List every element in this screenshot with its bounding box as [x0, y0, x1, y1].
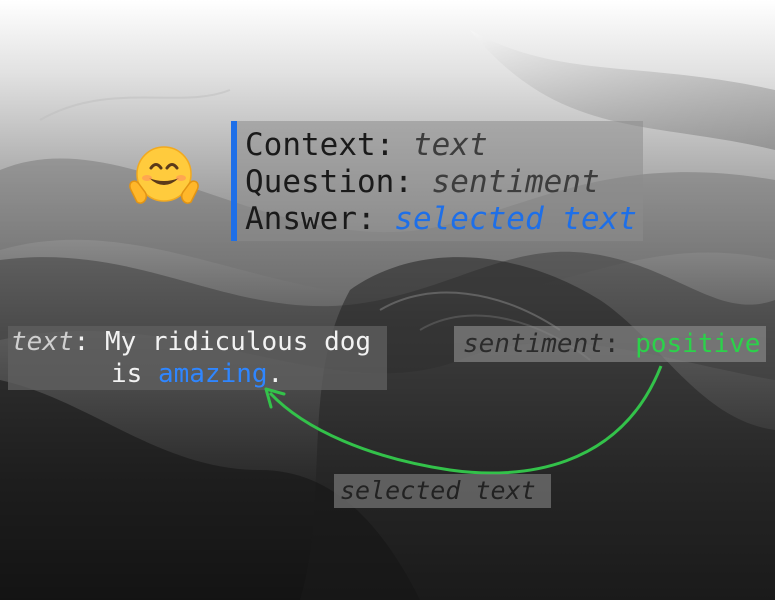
context-line: Context: text: [245, 127, 643, 164]
highlighted-word: amazing: [157, 359, 268, 389]
sentiment-label: sentiment: [463, 329, 604, 359]
context-label: Context:: [245, 127, 413, 163]
arrow-curve: [268, 365, 663, 475]
hugging-face-icon: [127, 144, 201, 212]
text-line1: My ridiculous dog: [104, 327, 372, 357]
qa-prompt-box: Context: text Question: sentiment Answer…: [231, 121, 643, 241]
answer-value: selected text: [394, 201, 637, 237]
example-text-line-1: text: My ridiculous dog: [11, 326, 371, 358]
answer-label: Answer:: [245, 201, 395, 237]
question-value: sentiment: [431, 164, 600, 200]
text-line2-suffix: .: [267, 359, 284, 389]
arrow-head: [264, 387, 286, 409]
context-value: text: [412, 127, 488, 163]
question-line: Question: sentiment: [245, 164, 643, 201]
selected-text-label: selected text: [334, 474, 551, 508]
text-line2-prefix: is: [111, 359, 158, 389]
text-colon: :: [73, 327, 105, 357]
answer-line: Answer: selected text: [245, 201, 643, 238]
sentiment-colon: :: [603, 329, 636, 359]
sentiment-box: sentiment: positive: [454, 326, 766, 362]
question-label: Question:: [245, 164, 432, 200]
example-text-line-2: is amazing.: [111, 358, 283, 390]
text-label: text: [11, 327, 74, 357]
sentiment-value: positive: [635, 329, 761, 359]
example-text-box: text: My ridiculous dog is amazing.: [8, 326, 387, 390]
